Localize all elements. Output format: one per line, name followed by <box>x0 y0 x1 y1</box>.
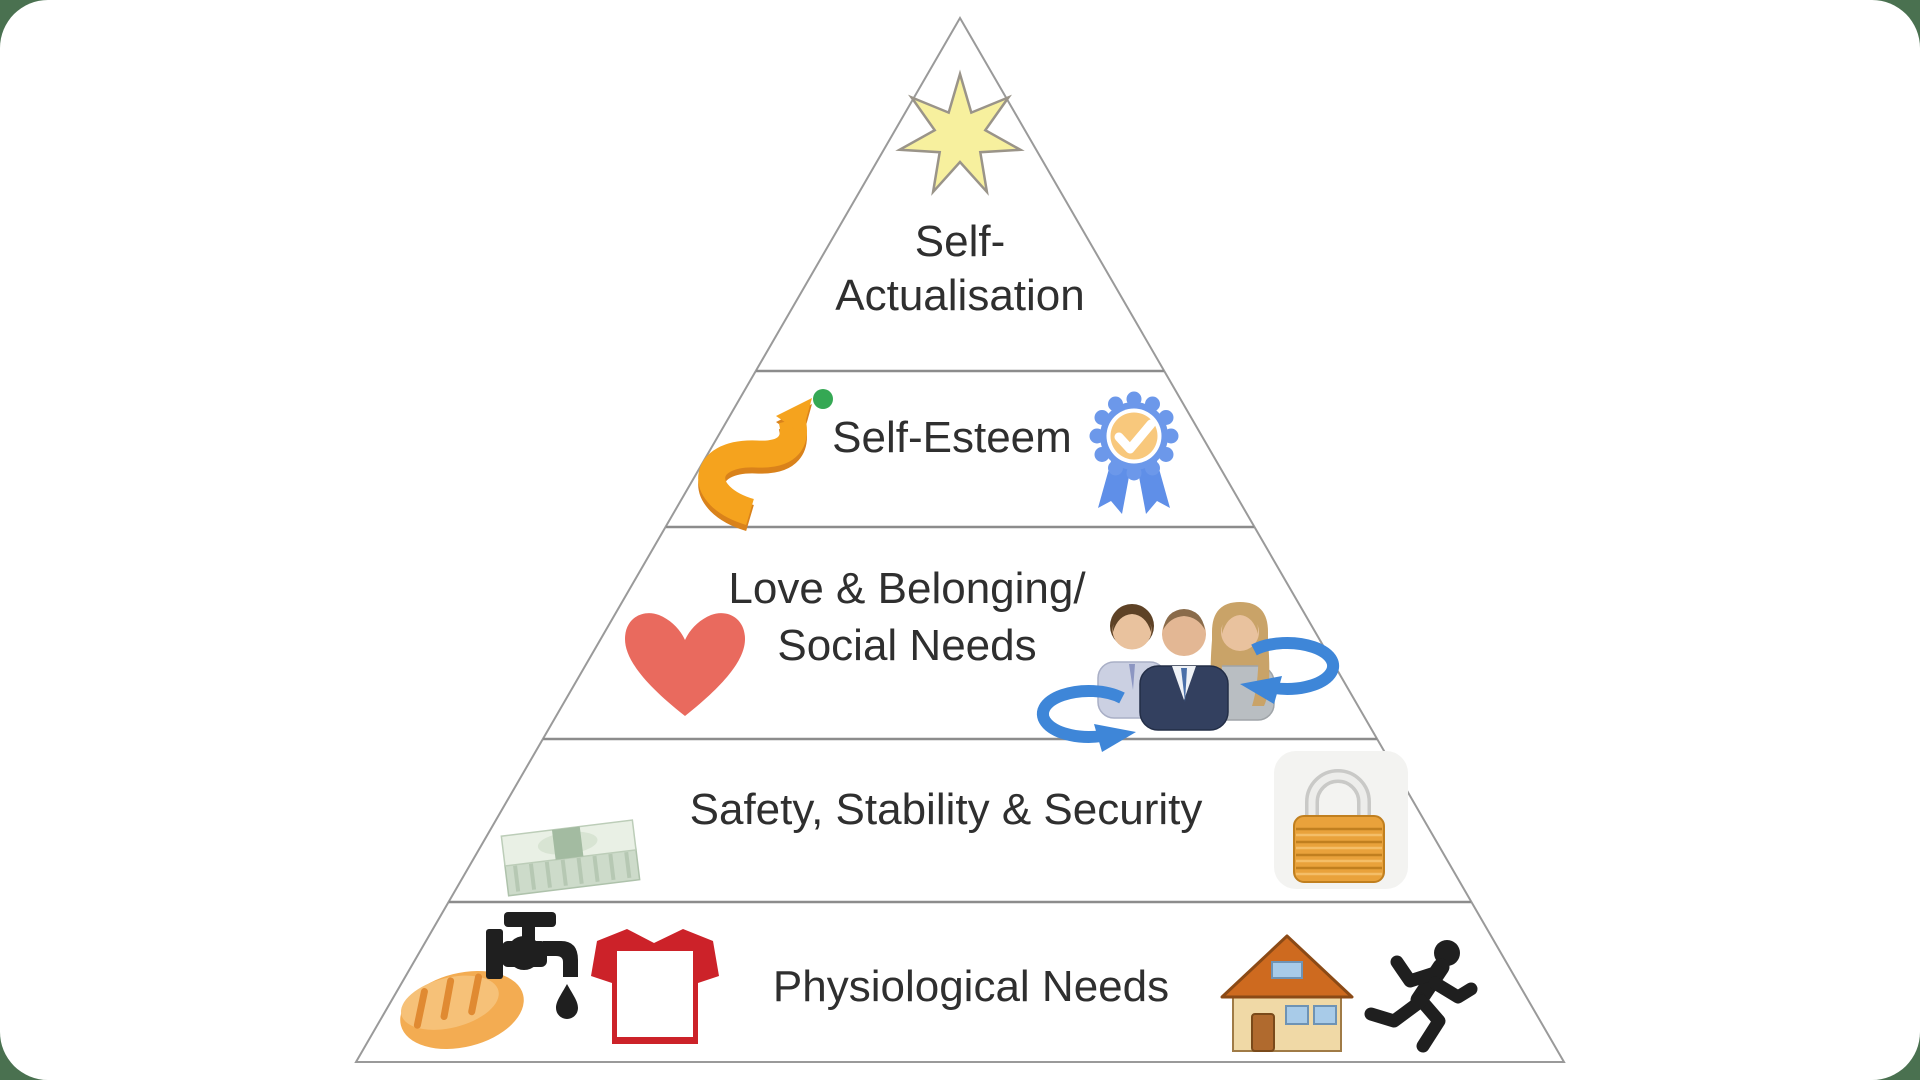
heart-icon <box>625 613 745 716</box>
padlock-icon <box>1274 751 1408 889</box>
level-5-label-line-1: Physiological Needs <box>773 962 1169 1011</box>
water-drop-icon <box>556 984 578 1019</box>
pyramid-outline <box>354 16 1566 1063</box>
star-icon <box>895 69 1025 196</box>
level-safety: Safety, Stability & Security <box>500 751 1408 897</box>
level-2-label-line-1: Self-Esteem <box>832 413 1072 462</box>
level-1-label-line-2: Actualisation <box>835 271 1084 320</box>
t-shirt-icon <box>591 928 719 1044</box>
bread-icon <box>400 970 524 1050</box>
level-self-actualisation: Self- Actualisation <box>835 69 1085 320</box>
people-group-icon <box>1097 602 1275 731</box>
running-person-icon <box>1364 940 1478 1053</box>
checkmark-icon <box>1114 419 1156 454</box>
level-4-label-line-1: Safety, Stability & Security <box>690 785 1203 834</box>
level-physiological: Physiological Needs <box>400 912 1478 1053</box>
level-3-label-line-1: Love & Belonging/ <box>728 564 1086 613</box>
level-1-label-line-1: Self- <box>915 217 1005 266</box>
winding-road-icon <box>698 398 812 531</box>
level-love-belonging: Love & Belonging/ Social Needs <box>625 564 1333 752</box>
house-icon <box>1220 934 1354 1052</box>
level-3-label-line-2: Social Needs <box>777 621 1036 670</box>
green-dot-icon <box>813 389 833 409</box>
water-tap-icon <box>486 912 578 1019</box>
medal-icon <box>1089 391 1179 514</box>
money-stack-icon <box>500 819 641 897</box>
level-self-esteem: Self-Esteem <box>698 389 1179 531</box>
